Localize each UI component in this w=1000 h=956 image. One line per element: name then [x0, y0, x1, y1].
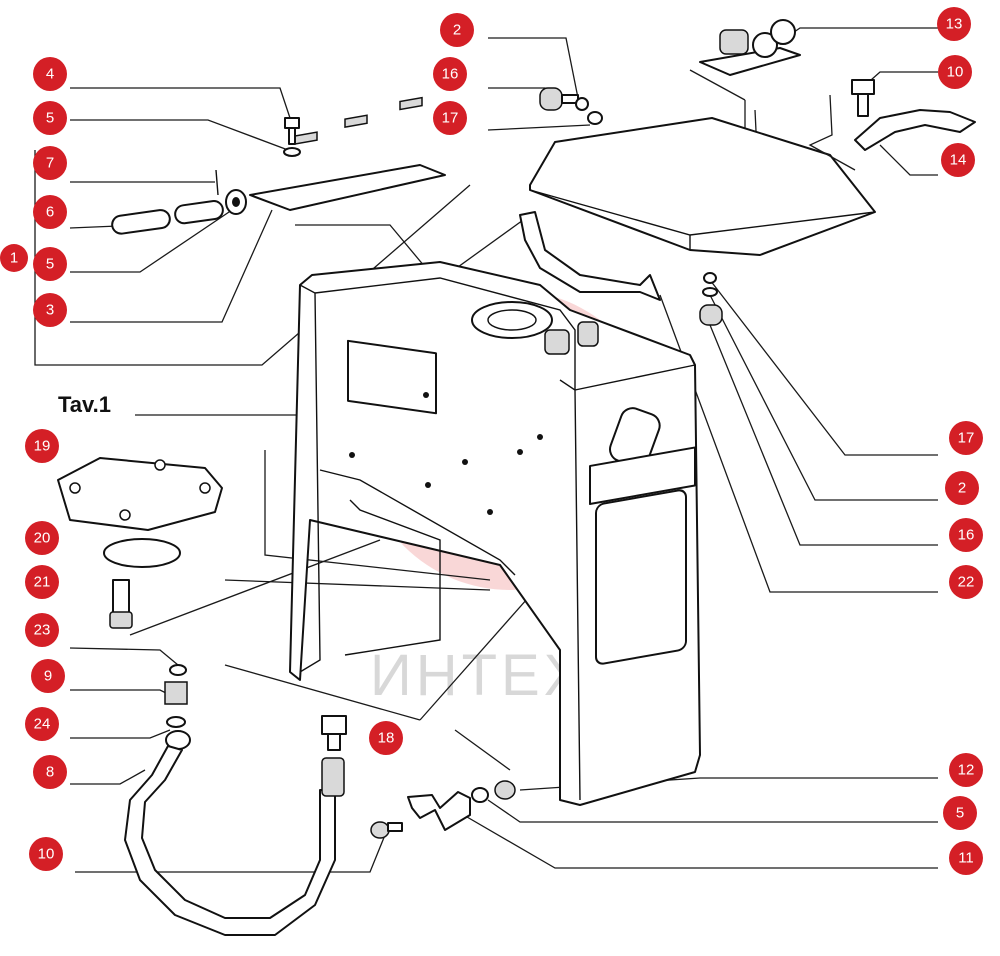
callout-16-right: 16: [949, 518, 983, 552]
bottom-clamp: [370, 780, 516, 839]
callout-2-top: 2: [440, 13, 474, 47]
svg-text:9: 9: [44, 668, 52, 685]
watermark-text: ИНТЕХ: [370, 643, 586, 708]
callout-17-top: 17: [433, 101, 467, 135]
svg-text:1: 1: [10, 250, 18, 267]
svg-text:5: 5: [46, 256, 54, 273]
callout-24: 24: [25, 707, 59, 741]
callout-13: 13: [937, 7, 971, 41]
svg-text:10: 10: [38, 846, 55, 863]
svg-text:4: 4: [46, 66, 54, 83]
svg-text:11: 11: [958, 850, 974, 867]
callout-22: 22: [949, 565, 983, 599]
callout-7: 7: [33, 146, 67, 180]
callout-17-right: 17: [949, 421, 983, 455]
callout-14: 14: [941, 143, 975, 177]
svg-text:20: 20: [34, 530, 51, 547]
svg-text:5: 5: [956, 805, 964, 822]
svg-text:16: 16: [442, 66, 459, 83]
svg-text:2: 2: [453, 22, 461, 39]
callout-10-bottom: 10: [29, 837, 63, 871]
svg-text:6: 6: [46, 204, 54, 221]
gasket-ring: [103, 538, 181, 568]
hose-fittings: [164, 664, 188, 728]
svg-text:14: 14: [950, 152, 967, 169]
svg-text:8: 8: [46, 764, 54, 781]
svg-text:5: 5: [46, 110, 54, 127]
svg-text:12: 12: [958, 762, 975, 779]
svg-text:3: 3: [46, 302, 54, 319]
banjo-bolt: [321, 715, 347, 751]
filler-cap-assembly: [699, 19, 801, 76]
callout-20: 20: [25, 521, 59, 555]
svg-text:7: 7: [46, 155, 54, 172]
svg-text:2: 2: [958, 480, 966, 497]
callout-19: 19: [25, 429, 59, 463]
callout-2-right: 2: [945, 471, 979, 505]
tank-top-cover: [529, 117, 876, 256]
callout-10-top: 10: [938, 55, 972, 89]
rubber-mount-right: [699, 272, 723, 326]
callout-18: 18: [369, 721, 403, 755]
callout-23: 23: [25, 613, 59, 647]
cap-screw: [109, 579, 133, 629]
svg-text:17: 17: [442, 110, 459, 127]
svg-text:24: 24: [34, 716, 51, 733]
callout-1: 1: [0, 244, 28, 272]
mounting-bracket: [249, 96, 446, 211]
callout-3: 3: [33, 293, 67, 327]
rubber-mount-top: [539, 87, 603, 125]
callout-5-b: 5: [33, 247, 67, 281]
rubber-rods: [111, 169, 247, 235]
figure-title: Tav.1: [58, 392, 111, 417]
strap-clamp-top: [808, 79, 976, 171]
svg-text:21: 21: [34, 574, 51, 591]
svg-text:23: 23: [34, 622, 51, 639]
svg-text:10: 10: [947, 64, 964, 81]
svg-text:22: 22: [958, 574, 975, 591]
screw-and-washer: [283, 117, 301, 157]
callout-11: 11: [949, 841, 983, 875]
svg-text:16: 16: [958, 527, 975, 544]
inspection-cover: [57, 457, 223, 531]
fuel-hose: [124, 730, 345, 936]
callout-5-c: 5: [943, 796, 977, 830]
callout-6: 6: [33, 195, 67, 229]
fuel-tank-body: [289, 261, 701, 806]
callout-12: 12: [949, 753, 983, 787]
svg-text:19: 19: [34, 438, 51, 455]
callout-9: 9: [31, 659, 65, 693]
callout-5-a: 5: [33, 101, 67, 135]
svg-text:13: 13: [946, 16, 963, 33]
callout-4: 4: [33, 57, 67, 91]
svg-text:17: 17: [958, 430, 975, 447]
callout-16-top: 16: [433, 57, 467, 91]
strap: [519, 211, 661, 301]
callout-21: 21: [25, 565, 59, 599]
callout-8: 8: [33, 755, 67, 789]
svg-text:18: 18: [378, 730, 395, 747]
